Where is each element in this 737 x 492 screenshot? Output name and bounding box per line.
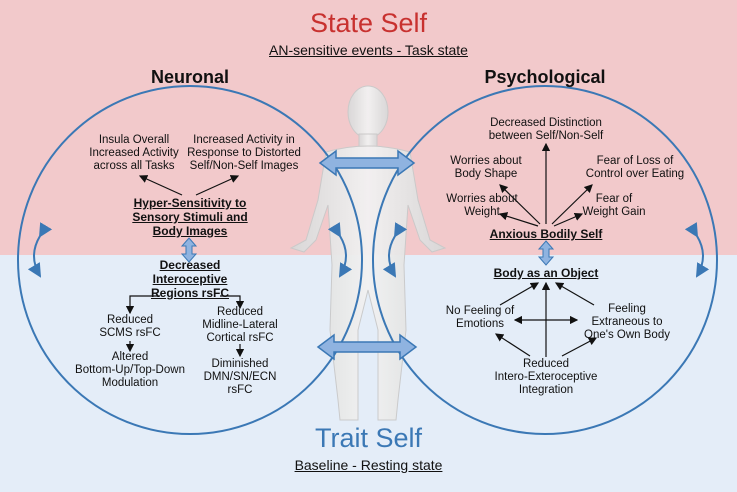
fear-loss-control-label: Fear of Loss of Control over Eating <box>585 155 685 181</box>
arrow-anxious-to-gain <box>553 212 584 227</box>
trait-self-title: Trait Self <box>314 423 423 453</box>
human-body-icon <box>289 85 447 421</box>
neuronal-circle <box>17 85 363 435</box>
feeling-extraneous-label: Feeling Extraneous to One's Own Body <box>584 303 670 342</box>
scms-rsfc-label: Reduced SCMS rsFC <box>99 314 161 340</box>
trait-link-arrow <box>316 333 418 361</box>
altered-modulation-label: Altered Bottom-Up/Top-Down Modulation <box>75 351 185 390</box>
psychological-circle <box>372 85 718 435</box>
arrow-interoceptive-to-midline <box>220 295 245 310</box>
arrow-extraneous-to-object <box>554 282 595 306</box>
self-nonself-distinction-label: Decreased Distinction between Self/Non-S… <box>488 117 604 143</box>
arrow-anxious-to-weight <box>498 212 539 227</box>
distorted-images-label: Increased Activity in Response to Distor… <box>187 134 301 173</box>
trait-background <box>0 255 737 492</box>
interoceptive-rsfc-label: Decreased Interoceptive Regions rsFC <box>150 258 229 300</box>
intero-extero-integration-label: Reduced Intero-Exteroceptive Integration <box>494 358 598 397</box>
arrow-intero-to-nofeeling <box>494 333 531 357</box>
psychological-heading: Psychological <box>484 67 606 87</box>
body-as-object-label: Body as an Object <box>493 266 599 280</box>
cycle-arrow-right-inner <box>382 222 408 278</box>
arrow-anxious-to-shape <box>499 184 541 225</box>
state-self-title: State Self <box>309 8 428 38</box>
cycle-arrow-left-inner <box>327 222 353 278</box>
fear-weight-gain-label: Fear of Weight Gain <box>582 193 646 219</box>
midline-rsfc-label: Reduced Midline-Lateral Cortical rsFC <box>202 306 278 345</box>
arrow-intero-to-extraneous <box>561 337 598 357</box>
arrow-hyper-to-insula <box>138 175 183 196</box>
psych-bidirectional-arrow <box>537 240 555 266</box>
arrow-nofeeling-to-object <box>499 282 540 306</box>
state-self-subtitle: AN-sensitive events - Task state <box>269 42 468 58</box>
hyper-sensitivity-label: Hyper-Sensitivity to Sensory Stimuli and… <box>132 196 248 238</box>
state-link-arrow <box>318 149 416 177</box>
neuronal-bidirectional-arrow <box>180 237 198 263</box>
cycle-arrow-right-outer <box>684 222 710 278</box>
insula-activity-label: Insula Overall Increased Activity across… <box>89 134 179 173</box>
arrow-interoceptive-to-scms <box>125 295 160 315</box>
arrow-hyper-to-distorted <box>195 175 240 196</box>
no-feeling-emotions-label: No Feeling of Emotions <box>445 305 515 331</box>
worries-weight-label: Worries about Weight <box>446 193 518 219</box>
arrow-anxious-to-control <box>551 184 593 225</box>
dmn-rsfc-label: Diminished DMN/SN/ECN rsFC <box>203 358 277 397</box>
anxious-bodily-self-label: Anxious Bodily Self <box>489 227 603 241</box>
cycle-arrow-left-outer <box>27 222 53 278</box>
trait-self-subtitle: Baseline - Resting state <box>294 457 443 473</box>
neuronal-heading: Neuronal <box>150 67 229 87</box>
worries-body-shape-label: Worries about Body Shape <box>450 155 522 181</box>
